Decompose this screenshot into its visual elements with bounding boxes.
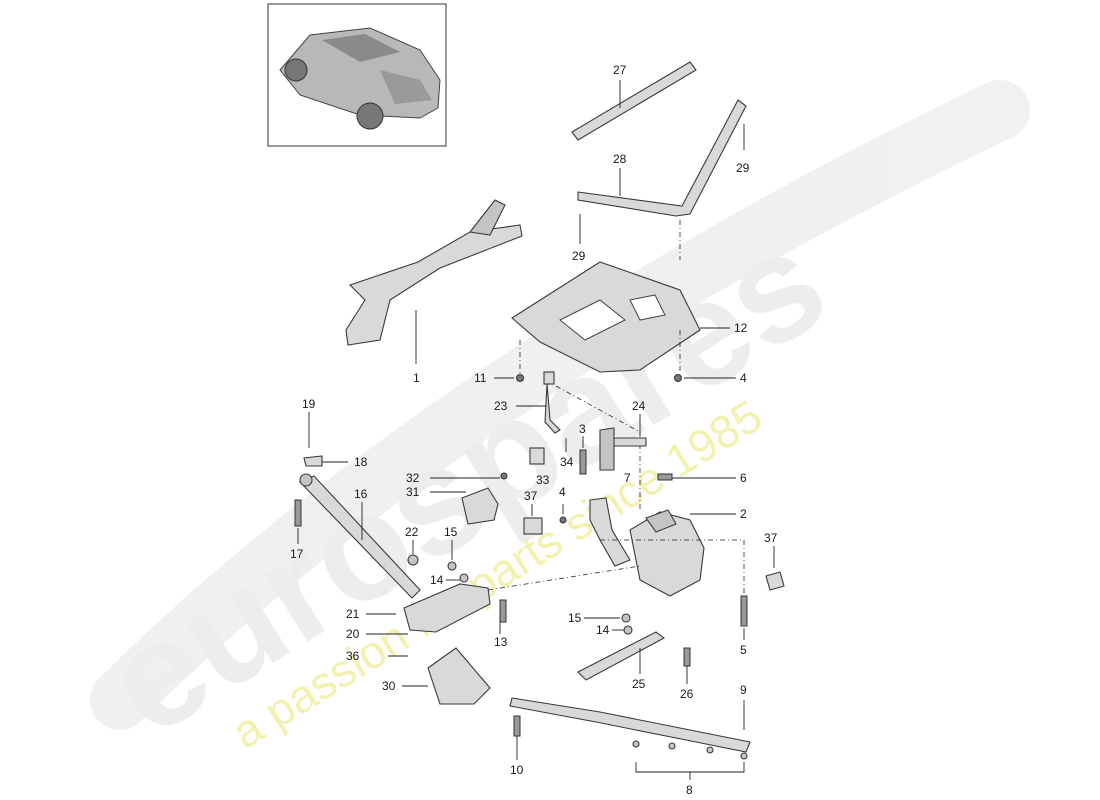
callout-10: 10: [510, 763, 524, 777]
callout-37: 37: [764, 531, 778, 545]
callout-15: 15: [568, 611, 582, 625]
part-23-bracket: [543, 371, 561, 434]
part-25-link: [577, 631, 666, 681]
callout-17: 17: [290, 547, 304, 561]
callout-25: 25: [632, 677, 646, 691]
callout-7: 7: [624, 471, 631, 485]
callout-26: 26: [680, 687, 694, 701]
callout-15: 15: [444, 525, 458, 539]
callout-labels: 27 28 29 29 1 12 11 4 23 24 19 3 34 33 1…: [290, 63, 778, 797]
part-22-nut: [407, 554, 419, 566]
callout-22: 22: [405, 525, 419, 539]
callout-14: 14: [596, 623, 610, 637]
callout-2: 2: [740, 507, 747, 521]
part-37-plate: [765, 571, 785, 591]
callout-11: 11: [474, 371, 487, 385]
callout-21: 21: [346, 607, 360, 621]
part-18-clip: [303, 455, 323, 467]
callout-6: 6: [740, 471, 747, 485]
callout-29: 29: [572, 249, 586, 263]
callout-13: 13: [494, 635, 508, 649]
bolt-icon: [516, 374, 682, 382]
wheel-icon: [284, 58, 308, 82]
part-13-bolt: [499, 599, 507, 623]
part-8-clips: [632, 740, 748, 760]
part-9-seal-strip: [509, 697, 751, 753]
part-26-bolt: [683, 647, 691, 667]
callout-28: 28: [613, 152, 627, 166]
part-20-mount: [403, 583, 491, 633]
part-3-bolt: [579, 449, 587, 475]
callout-1: 1: [413, 371, 420, 385]
callout-3: 3: [579, 422, 586, 436]
watermark: eurospares a passion for parts since 198…: [78, 80, 1030, 767]
part-30-cover: [427, 647, 491, 705]
part-14-washer: [459, 573, 469, 583]
callout-9: 9: [740, 683, 747, 697]
callout-8: 8: [686, 783, 693, 797]
part-24-link: [599, 427, 647, 471]
callout-34: 34: [560, 455, 574, 469]
part-28-brace: [577, 99, 747, 217]
part-16-tie-rod: [299, 473, 421, 599]
part-37-bracket: [523, 517, 543, 535]
callout-23: 23: [494, 399, 508, 413]
callout-33: 33: [536, 473, 550, 487]
callout-4: 4: [740, 371, 747, 385]
callout-20: 20: [346, 627, 360, 641]
callout-16: 16: [354, 487, 368, 501]
callout-5: 5: [740, 643, 747, 657]
part-10-screw: [513, 715, 521, 737]
callout-4: 4: [559, 485, 566, 499]
part-2-carrier: [589, 497, 705, 597]
part-17-bolt: [294, 499, 302, 527]
callout-18: 18: [354, 455, 368, 469]
part-1-cross-member: [345, 199, 523, 346]
callout-37: 37: [524, 489, 538, 503]
part-5-bolt: [740, 595, 748, 627]
part-12-shield-plate: [511, 261, 701, 373]
callout-14: 14: [430, 573, 444, 587]
callout-12: 12: [734, 321, 748, 335]
callout-31: 31: [406, 485, 420, 499]
callout-24: 24: [632, 399, 646, 413]
callout-32: 32: [406, 471, 420, 485]
part-34-bracket: [529, 447, 545, 465]
wheel-icon: [356, 102, 384, 130]
callout-29: 29: [736, 161, 750, 175]
part-15-bolt: [447, 561, 457, 571]
screw-icon: [657, 473, 673, 481]
callout-27: 27: [613, 63, 627, 77]
callout-36: 36: [346, 649, 360, 663]
callout-19: 19: [302, 397, 316, 411]
callout-30: 30: [382, 679, 396, 693]
vehicle-thumbnail: [267, 3, 447, 147]
part-31-bracket: [461, 487, 499, 525]
part-27-strut-brace: [571, 61, 697, 141]
